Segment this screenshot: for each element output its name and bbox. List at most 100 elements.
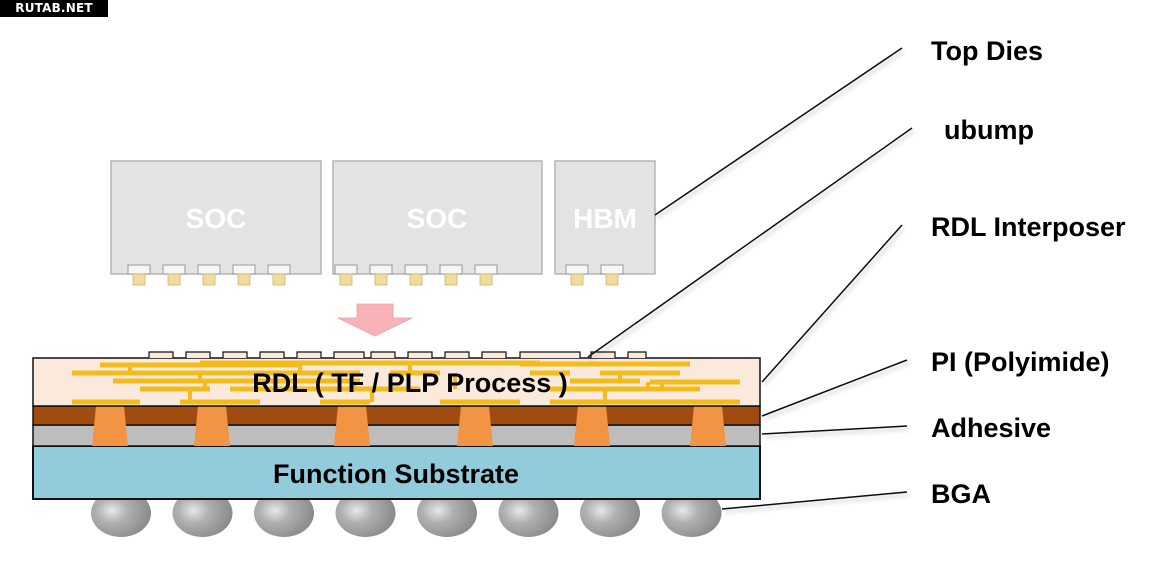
via: [690, 406, 726, 446]
leader-top-dies: [654, 47, 903, 216]
rdl-trace-connector: [646, 382, 650, 389]
via-group: [92, 406, 726, 446]
ubump-pad: [267, 264, 291, 275]
rdl-trace: [570, 378, 640, 384]
via: [574, 406, 610, 446]
callout-rdl-interposer: RDL Interposer: [931, 212, 1126, 242]
watermark: RUTAB.NET: [0, 0, 108, 17]
rdl-trace: [72, 370, 170, 376]
rdl-trace: [360, 360, 540, 366]
ubump-row: [334, 264, 498, 286]
rdl-trace: [130, 370, 210, 376]
via: [334, 406, 370, 446]
rdl-trace: [520, 361, 600, 367]
rdl-trace-connector: [618, 373, 622, 381]
rdl-pad: [407, 351, 433, 358]
rdl-pad: [222, 351, 248, 358]
die-label: SOC: [407, 203, 468, 234]
ubump-pad: [197, 264, 221, 275]
rdl-trace: [650, 379, 740, 385]
leader-rdl-interposer: [761, 224, 903, 383]
rdl-pad: [296, 351, 322, 358]
package-stack: Function Substrate RDL ( TF / PLP Proces…: [32, 351, 761, 537]
die-label: HBM: [573, 203, 637, 234]
rdl-trace: [280, 370, 360, 376]
ubump-pad: [404, 264, 428, 275]
ubump-pad: [439, 264, 463, 275]
rdl-trace: [600, 370, 680, 376]
rdl-trace-connector: [198, 373, 202, 381]
rdl-label: RDL ( TF / PLP Process ): [252, 368, 568, 398]
rdl-pad: [519, 351, 581, 358]
bga-ball: [91, 489, 151, 537]
rdl-pad: [259, 351, 285, 358]
die-body: [110, 160, 322, 275]
ubump: [202, 273, 216, 286]
top-dies-group: SOC SOC HBM: [110, 160, 656, 286]
polyimide-layer: [32, 405, 761, 426]
die-body: [332, 160, 543, 275]
rdl-trace: [210, 378, 320, 384]
rdl-trace: [230, 386, 270, 392]
callout-pi: PI (Polyimide): [931, 347, 1110, 377]
bga-balls: [91, 489, 722, 537]
via: [457, 406, 493, 446]
ubump-pad: [334, 264, 358, 275]
ubump: [237, 273, 251, 286]
ubump-pad: [232, 264, 256, 275]
rdl-trace: [140, 386, 210, 392]
ubump: [479, 273, 493, 286]
bga-ball: [417, 489, 477, 537]
ubump: [272, 273, 286, 286]
bga-ball: [335, 489, 396, 537]
callout-adhesive: Adhesive: [931, 413, 1052, 443]
leader-bga: [721, 491, 908, 510]
rdl-pad: [481, 351, 507, 358]
rdl-pad: [370, 351, 396, 358]
via: [92, 406, 128, 446]
callout-top-dies: Top Dies: [931, 36, 1044, 66]
ubump: [570, 273, 584, 286]
function-substrate-label: Function Substrate: [273, 459, 519, 489]
rdl-trace-connector: [453, 373, 457, 389]
ubump-pad: [162, 264, 186, 275]
leader-adhesive: [761, 425, 908, 435]
rdl-trace: [320, 378, 360, 384]
rdl-trace-connector: [408, 365, 412, 373]
rdl-trace: [180, 370, 280, 376]
rdl-trace: [113, 378, 210, 384]
ubump-pad: [474, 264, 498, 275]
rdl-trace: [550, 399, 740, 405]
die-label: SOC: [186, 203, 247, 234]
rdl-trace-connector: [128, 365, 132, 373]
rdl-trace-connector: [370, 389, 374, 402]
rdl-trace-connector: [603, 389, 607, 402]
rdl-trace-connector: [660, 382, 664, 389]
ubump-pad: [600, 264, 624, 275]
rdl-trace: [530, 370, 570, 376]
callout-ubump: ubump: [944, 115, 1034, 145]
rdl-traces: [72, 360, 740, 405]
ubump-row: [127, 264, 291, 286]
bga-ball: [580, 489, 640, 537]
rdl-pad: [444, 351, 470, 358]
rdl-trace: [330, 386, 420, 392]
rdl-trace: [550, 386, 700, 392]
ubump-pad: [565, 264, 589, 275]
rdl-trace: [390, 370, 440, 376]
ubump-pad: [369, 264, 393, 275]
die-soc-2: SOC: [332, 160, 543, 286]
callout-leaders: [587, 47, 913, 510]
rdl-trace: [320, 399, 370, 405]
ubump: [409, 273, 423, 286]
leader-pi: [761, 359, 908, 417]
rdl-trace: [180, 399, 260, 405]
rdl-pad: [148, 351, 174, 358]
rdl-trace: [600, 361, 690, 367]
rdl-trace-connector: [203, 381, 207, 389]
rdl-top-pads: [148, 351, 647, 358]
assembly-arrow-icon: [337, 303, 413, 337]
rdl-trace: [260, 386, 340, 392]
bga-ball: [254, 489, 314, 537]
